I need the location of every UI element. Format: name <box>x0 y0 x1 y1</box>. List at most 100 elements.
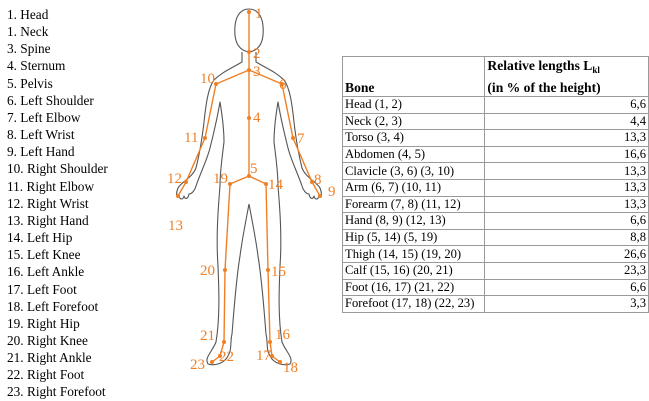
relative-length-cell: 16,6 <box>485 146 649 163</box>
joint-list-item: 4. Sternum <box>7 57 108 74</box>
column-header-bone: Bone <box>343 57 485 97</box>
joint-list-item: 21. Right Ankle <box>7 349 108 366</box>
bone-name-cell: Foot (16, 17) (21, 22) <box>343 279 485 296</box>
joint-label-15: 15 <box>271 264 286 280</box>
table-row: Forearm (7, 8) (11, 12)13,3 <box>343 196 649 213</box>
joint-dot-11 <box>203 136 207 140</box>
joint-dot-3 <box>247 68 251 72</box>
bone-hip-right <box>230 176 249 184</box>
joint-list-item: 15. Left Knee <box>7 246 108 263</box>
bone-name-cell: Hip (5, 14) (5, 19) <box>343 229 485 246</box>
bone-length-table: Bone Relative lengths Lkl (in % of the h… <box>342 56 649 313</box>
bone-name-cell: Torso (3, 4) <box>343 130 485 147</box>
joint-dot-19 <box>228 182 232 186</box>
joint-list-item: 12. Right Wrist <box>7 195 108 212</box>
joint-label-4: 4 <box>253 110 261 126</box>
joint-dot-4 <box>247 116 251 120</box>
bone-thigh-left <box>266 184 268 270</box>
joint-label-23: 23 <box>190 357 205 372</box>
joint-label-6: 6 <box>279 77 287 93</box>
header-value-line1: Relative lengths L <box>487 58 592 73</box>
table-row: Foot (16, 17) (21, 22)6,6 <box>343 279 649 296</box>
joint-label-3: 3 <box>253 64 261 80</box>
joint-dot-15 <box>266 268 270 272</box>
table-row: Hip (5, 14) (5, 19)8,8 <box>343 229 649 246</box>
column-header-relative-length: Relative lengths Lkl (in % of the height… <box>485 57 649 97</box>
table-row: Head (1, 2)6,6 <box>343 97 649 114</box>
joint-label-8: 8 <box>314 172 322 188</box>
bone-name-cell: Forefoot (17, 18) (22, 23) <box>343 296 485 313</box>
relative-length-cell: 13,3 <box>485 163 649 180</box>
joint-list-item: 6. Left Shoulder <box>7 92 108 109</box>
joint-label-11: 11 <box>184 130 198 146</box>
joint-list-item: 3. Spine <box>7 40 108 57</box>
relative-length-cell: 8,8 <box>485 229 649 246</box>
relative-length-cell: 13,3 <box>485 196 649 213</box>
bone-hip-left <box>249 176 266 184</box>
table-row: Torso (3, 4)13,3 <box>343 130 649 147</box>
bone-name-cell: Neck (2, 3) <box>343 113 485 130</box>
joint-label-20: 20 <box>200 263 215 279</box>
table-row: Abdomen (4, 5)16,6 <box>343 146 649 163</box>
joint-dot-23 <box>210 360 214 364</box>
relative-length-cell: 13,3 <box>485 179 649 196</box>
bone-name-cell: Forearm (7, 8) (11, 12) <box>343 196 485 213</box>
joint-list-item: 8. Left Wrist <box>7 126 108 143</box>
joint-dot-7 <box>291 136 295 140</box>
table-row: Thigh (14, 15) (19, 20)26,6 <box>343 246 649 263</box>
joint-label-21: 21 <box>200 328 215 344</box>
joint-dot-2 <box>247 50 251 54</box>
table-row: Hand (8, 9) (12, 13)6,6 <box>343 213 649 230</box>
joint-label-12: 12 <box>167 171 182 187</box>
joint-list-item: 1. Neck <box>7 23 108 40</box>
joint-list-item: 18. Left Forefoot <box>7 298 108 315</box>
joint-label-14: 14 <box>268 177 284 193</box>
header-value-line2: (in % of the height) <box>487 80 600 95</box>
joint-list-item: 1. Head <box>7 6 108 23</box>
joint-list-item: 7. Left Elbow <box>7 109 108 126</box>
joint-dot-9 <box>318 194 322 198</box>
relative-length-cell: 4,4 <box>485 113 649 130</box>
table-body: Head (1, 2)6,6Neck (2, 3)4,4Torso (3, 4)… <box>343 97 649 313</box>
relative-length-cell: 3,3 <box>485 296 649 313</box>
body-skeleton-diagram: 1 2 3 4 5 6 7 8 9 10 11 12 13 14 15 16 1… <box>160 0 350 372</box>
bone-name-cell: Thigh (14, 15) (19, 20) <box>343 246 485 263</box>
table-row: Forefoot (17, 18) (22, 23)3,3 <box>343 296 649 313</box>
table-header-row: Bone Relative lengths Lkl (in % of the h… <box>343 57 649 97</box>
relative-length-cell: 26,6 <box>485 246 649 263</box>
table-row: Neck (2, 3)4,4 <box>343 113 649 130</box>
joint-label-10: 10 <box>200 71 215 87</box>
joint-label-19: 19 <box>213 171 228 187</box>
relative-length-cell: 13,3 <box>485 130 649 147</box>
relative-length-cell: 6,6 <box>485 279 649 296</box>
bone-name-cell: Calf (15, 16) (20, 21) <box>343 262 485 279</box>
joint-label-1: 1 <box>255 6 263 22</box>
bone-clavicle-right <box>216 70 249 84</box>
joint-list-item: 14. Left Hip <box>7 229 108 246</box>
table-row: Arm (6, 7) (10, 11)13,3 <box>343 179 649 196</box>
joint-list-item: 9. Left Hand <box>7 143 108 160</box>
joint-dot-20 <box>223 268 227 272</box>
table-row: Calf (15, 16) (20, 21)23,3 <box>343 262 649 279</box>
joint-list-item: 20. Right Knee <box>7 332 108 349</box>
joint-dot-16 <box>268 340 272 344</box>
joint-label-13: 13 <box>168 218 183 234</box>
joint-list-item: 22. Right Foot <box>7 366 108 383</box>
bone-calf-right <box>224 270 225 342</box>
skeleton-labels: 1 2 3 4 5 6 7 8 9 10 11 12 13 14 15 16 1… <box>167 6 336 372</box>
joint-list-item: 16. Left Ankle <box>7 263 108 280</box>
joint-dot-18 <box>278 360 282 364</box>
table-row: Clavicle (3, 6) (3, 10)13,3 <box>343 163 649 180</box>
bone-name-cell: Abdomen (4, 5) <box>343 146 485 163</box>
relative-length-cell: 23,3 <box>485 262 649 279</box>
joint-dot-21 <box>222 340 226 344</box>
joint-label-16: 16 <box>275 327 291 343</box>
joint-list-item: 10. Right Shoulder <box>7 160 108 177</box>
bone-name-cell: Head (1, 2) <box>343 97 485 114</box>
joint-label-7: 7 <box>297 131 305 147</box>
joint-label-9: 9 <box>328 184 336 200</box>
bone-calf-left <box>268 270 270 342</box>
relative-length-cell: 6,6 <box>485 213 649 230</box>
joint-label-17: 17 <box>256 348 272 364</box>
joint-dot-1 <box>247 10 251 14</box>
